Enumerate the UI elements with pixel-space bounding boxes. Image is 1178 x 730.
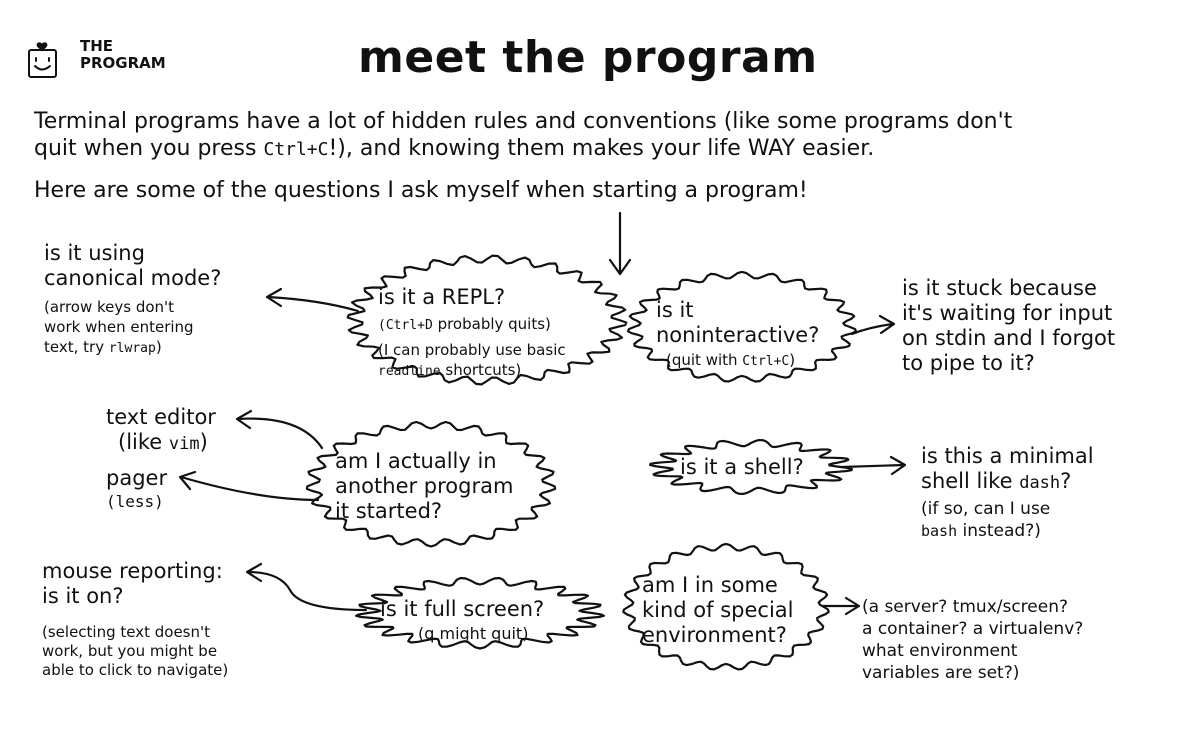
repl-note-1: (Ctrl+D probably quits) — [378, 315, 551, 333]
canonical-line-1: is it using — [44, 241, 145, 265]
mouse-reporting: mouse reporting: is it on? (selecting te… — [42, 559, 229, 679]
bubble-another-program: am I actually in another program it star… — [335, 449, 514, 523]
canonical-mode: is it using canonical mode? (arrow keys … — [44, 241, 221, 359]
repl-title: is it a REPL? — [378, 285, 506, 309]
ctrl-c-key: Ctrl+C — [263, 139, 329, 160]
logo-text: THE PROGRAM — [80, 38, 166, 72]
bubble-shell: is it a shell? — [680, 455, 804, 479]
bubble-fullscreen-outline — [355, 576, 605, 650]
arrow-intro-down — [608, 211, 632, 276]
canonical-line-2: canonical mode? — [44, 266, 222, 290]
noninteractive-note: (quit with Ctrl+C) — [666, 351, 796, 369]
arrow-special-to-env — [821, 596, 861, 616]
bubble-noninteractive: is it noninteractive? (quit with Ctrl+C) — [656, 298, 819, 372]
arrow-shell-to-minimal — [840, 455, 907, 476]
arrow-noninteractive-to-stuck — [850, 314, 896, 336]
bubble-repl: is it a REPL? (Ctrl+D probably quits) (I… — [378, 285, 566, 382]
bubble-another-outline — [305, 420, 557, 548]
arrow-another-to-editor — [235, 409, 324, 450]
canonical-note-3: text, try rlwrap) — [44, 338, 162, 356]
environment-details: (a server? tmux/screen? a container? a v… — [862, 597, 1084, 683]
intro-line-1: Terminal programs have a lot of hidden r… — [34, 109, 1013, 134]
noninteractive-line-2: noninteractive? — [656, 323, 820, 347]
intro-line-3: Here are some of the questions I ask mys… — [34, 178, 808, 203]
bubble-special-environment: am I in some kind of special environment… — [642, 573, 794, 647]
bubble-shell-outline — [649, 439, 853, 495]
intro-text: Terminal programs have a lot of hidden r… — [34, 108, 1012, 163]
bubble-repl-outline — [346, 254, 628, 386]
intro-line-2: quit when you press Ctrl+C!), and knowin… — [34, 136, 875, 161]
arrow-fullscreen-to-mouse — [245, 562, 368, 612]
program-logo-icon — [28, 42, 57, 78]
canonical-note-2: work when entering — [44, 318, 194, 336]
repl-note-3: readline shortcuts) — [378, 361, 522, 379]
stuck-stdin: is it stuck because it's waiting for inp… — [902, 276, 1116, 375]
logo-line-1: THE — [80, 37, 114, 55]
minimal-shell: is this a minimal shell like dash? (if s… — [921, 444, 1094, 541]
bubble-full-screen: is it full screen? (q might quit) — [380, 597, 545, 643]
arrow-repl-to-canonical — [265, 287, 360, 313]
page-title: meet the program — [358, 32, 818, 83]
noninteractive-line-1: is it — [656, 298, 694, 322]
bubble-noninteractive-outline — [626, 270, 858, 383]
text-editor: text editor (like vim) — [106, 405, 216, 454]
pager: pager (less) — [106, 466, 168, 511]
repl-note-2: (I can probably use basic — [378, 341, 566, 359]
canonical-note-1: (arrow keys don't — [44, 298, 175, 316]
arrow-another-to-pager — [178, 470, 320, 502]
bubble-special-outline — [622, 542, 830, 671]
logo-line-2: PROGRAM — [80, 54, 166, 72]
